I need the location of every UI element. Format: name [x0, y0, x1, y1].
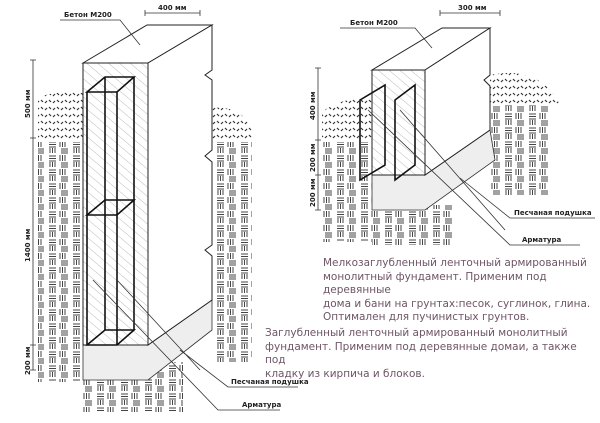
block-side — [147, 24, 213, 346]
sand-label: Песчаная подушка — [514, 209, 592, 217]
rebar-leader — [92, 279, 280, 411]
desc-line: кладку из кирпича и блоков. — [265, 367, 425, 380]
width-label: 300 мм — [458, 4, 487, 12]
desc-line: фундамент. Применим под деревянные домаи… — [265, 340, 577, 367]
width-dimension — [439, 10, 501, 16]
dim-bottom-label: 200 мм — [309, 178, 317, 207]
dim-top-label: 400 мм — [309, 91, 317, 120]
width-dimension — [144, 10, 201, 16]
concrete-leader — [60, 19, 141, 46]
desc-line: дома и бани на грунтах:песок, суглинок, … — [323, 297, 591, 310]
sand-leader — [179, 349, 298, 388]
gravel-right — [490, 73, 560, 105]
block-front — [371, 69, 426, 176]
gravel-left — [38, 92, 83, 140]
rebar-leader — [367, 109, 580, 246]
dim-top-label: 500 мм — [24, 89, 32, 118]
rebar-label: Арматура — [522, 236, 562, 244]
dim-bottom-label: 200 мм — [24, 346, 32, 375]
sand-leader — [459, 177, 595, 219]
deep-foundation: Бетон М200 400 мм 500 мм 1400 мм 200 мм … — [24, 4, 309, 412]
gravel-left — [322, 98, 372, 140]
desc-line: Заглубленный ленточный армированный моно… — [265, 327, 568, 339]
soil-left — [322, 142, 372, 242]
height-dimension — [315, 67, 321, 211]
sand-label: Песчаная подушка — [231, 378, 309, 386]
gravel-right — [212, 107, 252, 140]
dim-middle-label: 1400 мм — [24, 228, 32, 262]
rebar-cage — [359, 83, 416, 182]
width-label: 400 мм — [158, 4, 187, 12]
soil-left — [38, 142, 83, 382]
deep-foundation-description: Заглубленный ленточный армированный моно… — [265, 327, 600, 381]
desc-line: Оптимален для пучинистых грунтов. — [323, 311, 530, 323]
rebar-cage — [84, 76, 137, 346]
concrete-label: Бетон М200 — [64, 11, 112, 19]
rebar-label: Арматура — [242, 401, 282, 409]
desc-line: монолитный фундамент. Применим под дерев… — [323, 270, 547, 297]
block-side — [424, 27, 491, 176]
height-dimension — [30, 59, 36, 371]
shallow-foundation-description: Мелкозаглубленный ленточный армированный… — [323, 257, 600, 325]
soil-bottom — [372, 205, 452, 245]
shallow-foundation: Бетон М200 300 мм 400 мм 200 мм 200 мм П… — [309, 4, 595, 246]
soil-right — [212, 142, 252, 362]
concrete-leader — [340, 27, 433, 49]
dim-middle-label: 200 мм — [309, 143, 317, 172]
concrete-label: Бетон М200 — [350, 19, 398, 27]
desc-line: Мелкозаглубленный ленточный армированный — [323, 257, 587, 269]
soil-right — [490, 105, 550, 195]
